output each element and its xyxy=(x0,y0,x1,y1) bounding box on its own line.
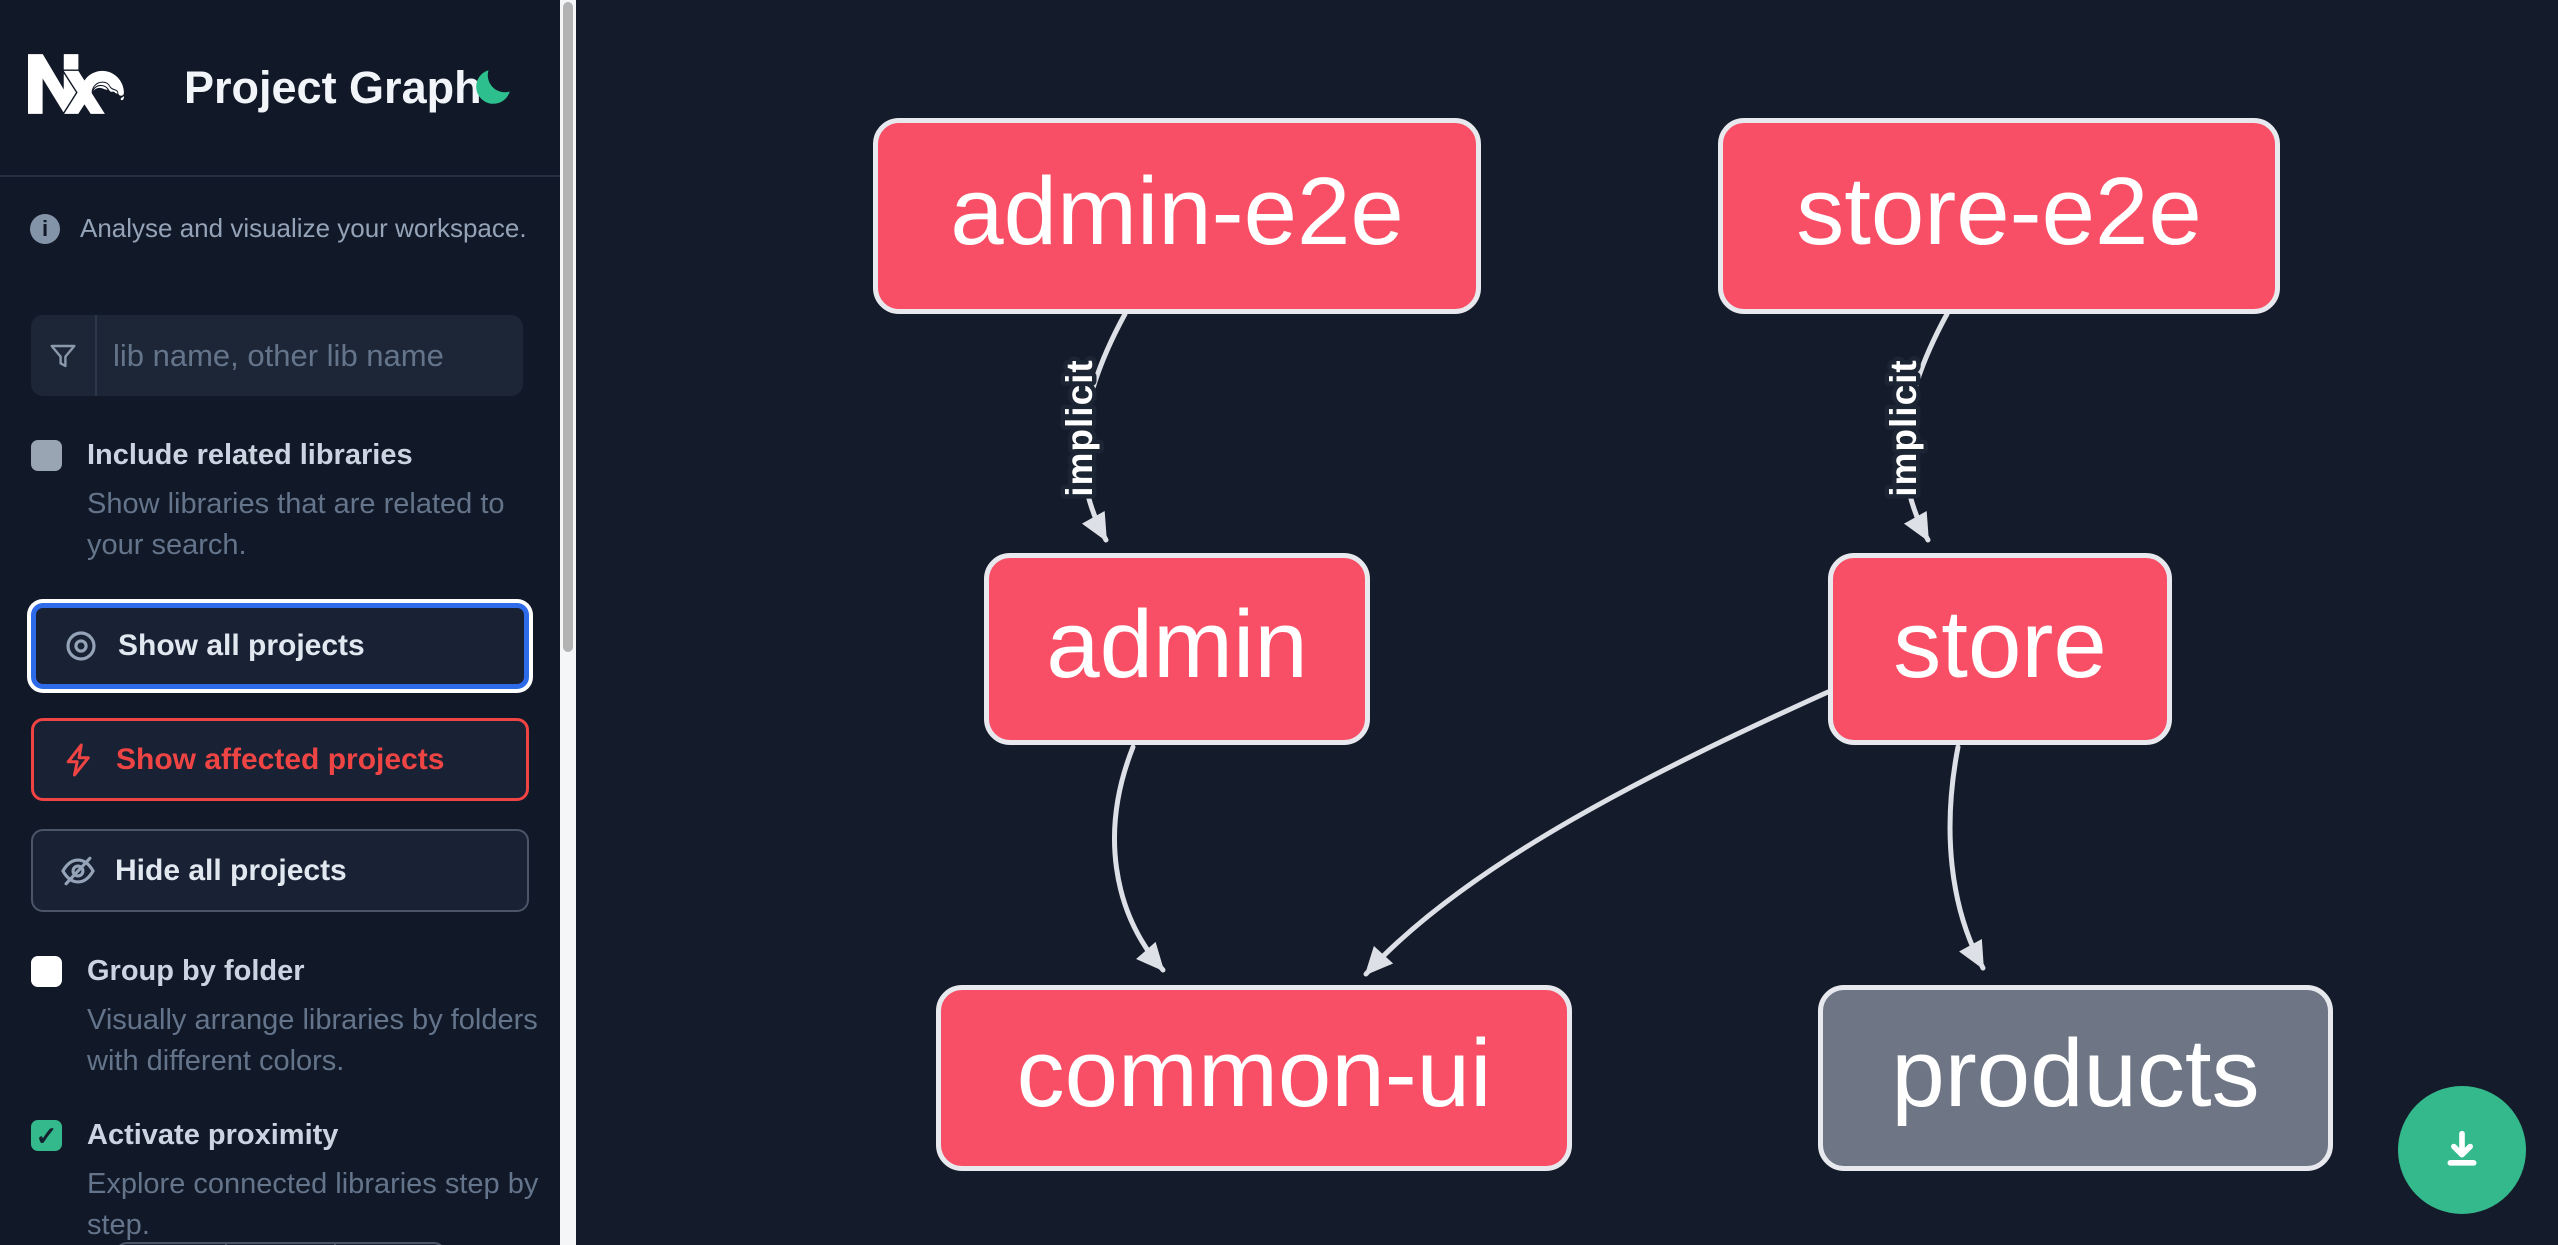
hide-all-projects-label: Hide all projects xyxy=(115,853,347,887)
check-icon: ✓ xyxy=(35,1120,58,1151)
hide-all-projects-button[interactable]: Hide all projects xyxy=(31,829,529,912)
moon-icon[interactable] xyxy=(470,66,514,110)
graph-node-store[interactable]: store xyxy=(1828,553,2172,745)
bolt-icon xyxy=(60,741,98,779)
page-title: Project Graph xyxy=(184,62,482,113)
graph-node-products[interactable]: products xyxy=(1818,985,2333,1171)
search-box xyxy=(31,315,523,396)
edge-admin-e2e-to-admin xyxy=(1080,311,1128,543)
sidebar-scrollbar-thumb[interactable] xyxy=(563,2,573,652)
activate-proximity-label[interactable]: Activate proximity xyxy=(87,1119,339,1151)
eye-off-icon xyxy=(59,852,97,890)
sidebar: Project Graph i Analyse and visualize yo… xyxy=(0,0,560,1245)
info-icon: i xyxy=(30,213,60,244)
graph-node-common-ui[interactable]: common-ui xyxy=(936,985,1572,1171)
graph-node-store-e2e[interactable]: store-e2e xyxy=(1718,118,2280,314)
tagline: Analyse and visualize your workspace. xyxy=(80,213,527,243)
edge-store-to-common-ui xyxy=(1363,689,1831,977)
graph-node-admin-e2e[interactable]: admin-e2e xyxy=(873,118,1481,314)
graph-node-admin[interactable]: admin xyxy=(984,553,1370,745)
edge-store-to-products xyxy=(1947,744,1986,971)
group-by-folder-label[interactable]: Group by folder xyxy=(87,955,305,987)
group-by-folder-row: Group by folder Visually arrange librari… xyxy=(31,955,538,1082)
eye-icon xyxy=(62,627,100,665)
edge-store-e2e-to-store xyxy=(1902,311,1950,543)
edge-admin-to-common-ui xyxy=(1112,744,1166,973)
download-image-button[interactable] xyxy=(2398,1086,2526,1214)
include-related-row: Include related libraries Show libraries… xyxy=(31,439,531,566)
show-affected-projects-button[interactable]: Show affected projects xyxy=(31,718,529,801)
activate-proximity-description: Explore connected libraries step by step… xyxy=(87,1168,539,1241)
download-icon xyxy=(2447,1130,2477,1166)
activate-proximity-checkbox[interactable]: ✓ xyxy=(31,1120,62,1151)
show-all-projects-label: Show all projects xyxy=(118,629,365,662)
search-input[interactable] xyxy=(97,315,523,396)
edge-label-implicit: implicit xyxy=(1883,359,1924,497)
group-by-folder-checkbox[interactable] xyxy=(31,956,62,987)
include-related-label[interactable]: Include related libraries xyxy=(87,439,413,471)
include-related-checkbox[interactable] xyxy=(31,440,62,471)
nx-logo xyxy=(28,54,124,114)
sidebar-scrollbar-track[interactable] xyxy=(560,0,576,1245)
edge-label-implicit: implicit xyxy=(1059,359,1100,497)
show-all-projects-button[interactable]: Show all projects xyxy=(31,603,529,689)
group-by-folder-description: Visually arrange libraries by folders wi… xyxy=(87,1004,538,1077)
activate-proximity-row: ✓ Activate proximity Explore connected l… xyxy=(31,1119,538,1245)
header-divider xyxy=(0,175,560,177)
funnel-icon xyxy=(31,315,97,396)
include-related-description: Show libraries that are related to your … xyxy=(87,488,505,561)
info-row: i Analyse and visualize your workspace. xyxy=(30,213,527,244)
show-affected-projects-label: Show affected projects xyxy=(116,742,445,776)
